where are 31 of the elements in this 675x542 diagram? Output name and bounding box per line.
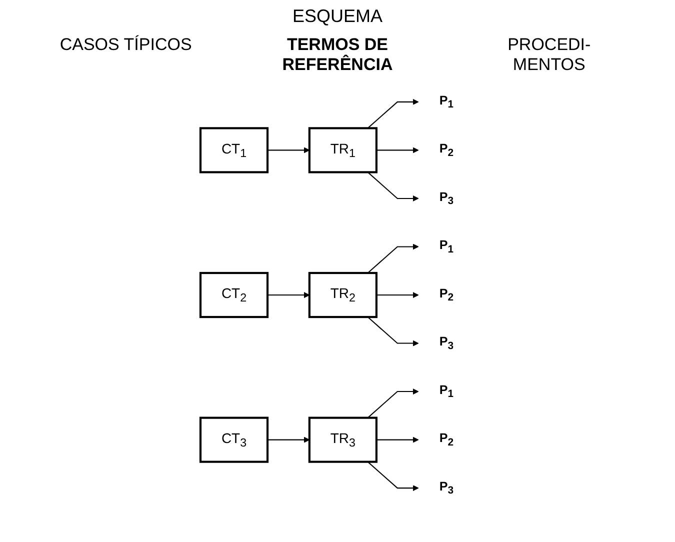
column-heading: TERMOS DE REFERÊNCIA [281, 35, 394, 75]
arrow [376, 436, 419, 443]
column-heading: CASOS TÍPICOS [58, 35, 193, 56]
node-box: CT$_{1}$ [199, 127, 269, 174]
node-text: P$_{2}$ [439, 286, 454, 304]
diagram-title: ESQUEMA [291, 6, 384, 27]
arrow [367, 98, 419, 129]
node-text: P$_{3}$ [439, 334, 454, 352]
arrow [376, 292, 419, 298]
node-text: P$_{3}$ [439, 479, 454, 496]
node-text: P$_{1}$ [439, 93, 454, 110]
node-box: TR$_{2}$ [308, 272, 378, 318]
column-heading: PROCEDI- MENTOS [506, 35, 592, 75]
node-text: P$_{3}$ [439, 190, 454, 207]
arrow [376, 147, 419, 154]
arrow [367, 172, 419, 202]
arrow [268, 436, 310, 443]
node-box: CT$_{2}$ [199, 272, 269, 318]
arrow [268, 147, 310, 154]
node-text: P$_{2}$ [439, 431, 454, 448]
node-text: P$_{1}$ [439, 238, 454, 256]
node-box: TR$_{3}$ [308, 416, 378, 463]
node-box: TR$_{1}$ [308, 127, 378, 174]
arrow [367, 461, 419, 492]
node-text: P$_{1}$ [439, 382, 454, 400]
arrow [367, 316, 419, 346]
node-text: P$_{2}$ [439, 141, 454, 159]
arrow [367, 244, 419, 274]
arrow [367, 388, 419, 418]
node-box: CT$_{3}$ [199, 416, 269, 463]
arrow [268, 292, 310, 298]
